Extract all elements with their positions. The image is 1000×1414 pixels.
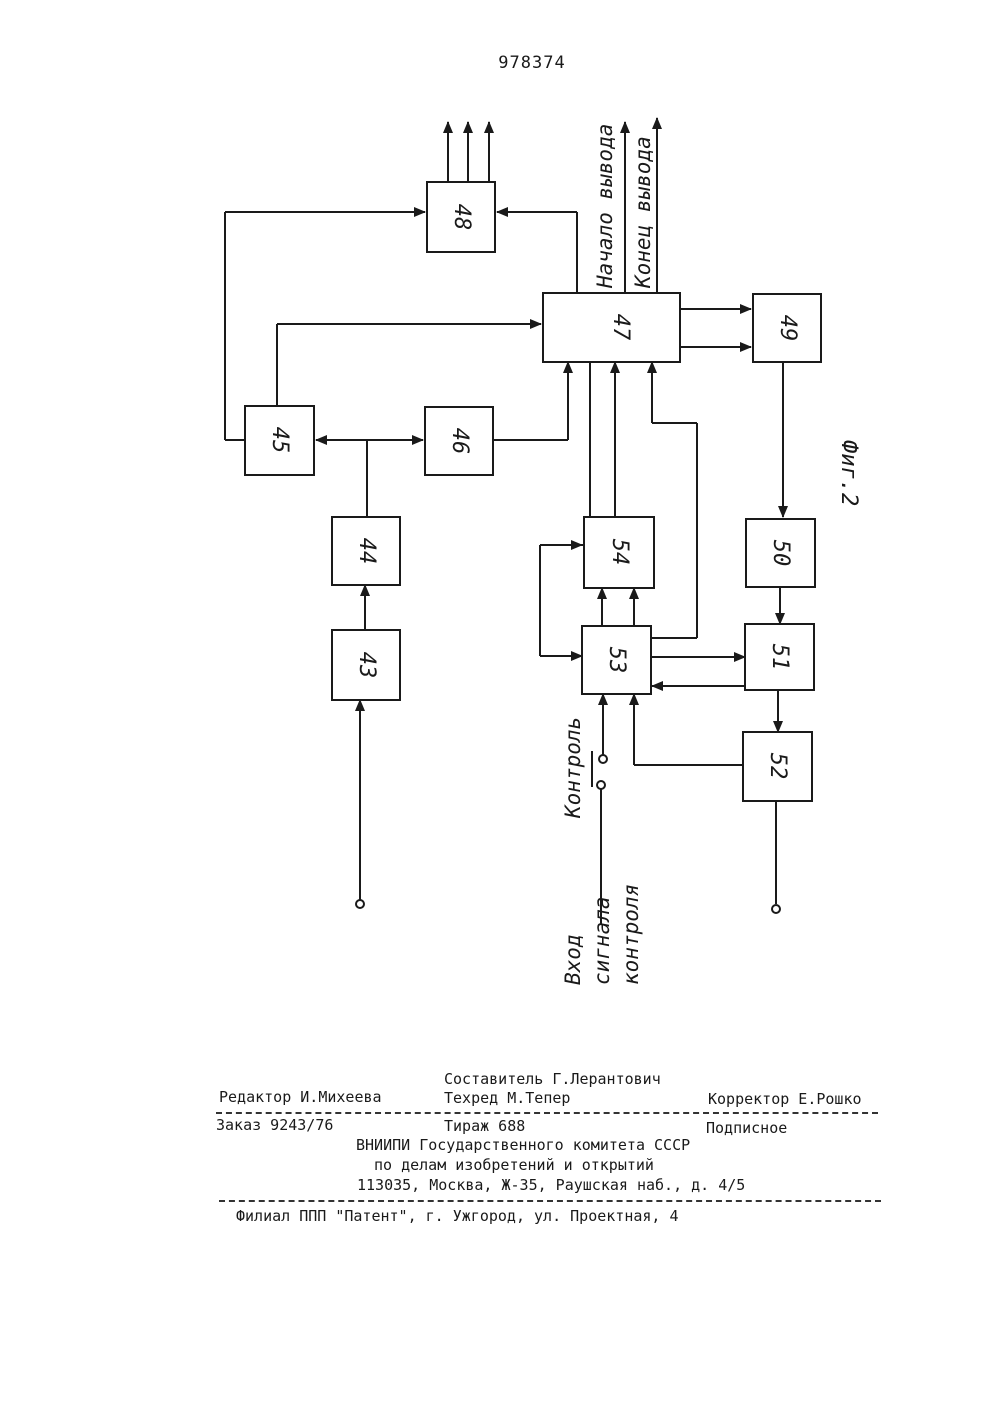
control-input-label-3: контроля [619,884,643,985]
block-51: 51 [745,624,814,690]
block-50: 50 [746,519,815,587]
corrector-credit: Корректор Е.Рошко [708,1090,862,1108]
techred-credit: Техред М.Тепер [444,1089,570,1107]
block-54-label: 54 [607,539,632,566]
block-44: 44 [332,517,400,585]
circulation: Тираж 688 [444,1117,525,1135]
editor-credit: Редактор И.Михеева [219,1088,382,1106]
block-43-label: 43 [354,652,379,679]
block-48: 48 [427,182,495,252]
organization-line-1: ВНИИПИ Государственного комитета СССР [356,1136,690,1154]
control-input-label-2: сигнала [590,896,614,985]
block-48-label: 48 [449,204,474,231]
block-49-label: 49 [775,315,800,342]
divider-line-2 [219,1200,881,1202]
page-number: 978374 [498,53,565,73]
block-53-label: 53 [604,647,629,674]
block-45: 45 [245,406,314,475]
figure-label: Фиг.2 [836,440,861,506]
block-53: 53 [582,626,651,694]
block-52-label: 52 [765,753,790,780]
block-54: 54 [584,517,654,588]
start-output-label: Начало вывода [593,124,617,289]
block-49: 49 [753,294,821,362]
compiler-credit: Составитель Г.Лерантович [444,1070,661,1088]
organization-address: 113035, Москва, Ж-35, Раушская наб., д. … [357,1176,745,1194]
end-output-label: Конец вывода [631,136,655,289]
block-50-label: 50 [768,540,793,567]
block-51-label: 51 [767,644,792,671]
block-52: 52 [743,732,812,801]
block-46-label: 46 [447,428,472,455]
organization-line-2: по делам изобретений и открытий [374,1156,654,1174]
switch-contact-lower [597,781,605,789]
connections [225,118,783,925]
block-43: 43 [332,630,400,700]
block-46: 46 [425,407,493,475]
order-number: Заказ 9243/76 [216,1116,333,1134]
block-45-label: 45 [267,427,292,454]
block-44-label: 44 [354,538,379,565]
divider-line-1 [216,1112,878,1114]
control-label: Контроль [561,717,585,819]
input-terminal-right [772,905,780,913]
subscription-note: Подписное [706,1119,787,1137]
block-47: 47 [543,293,680,362]
switch-contact-upper [599,755,607,763]
branch-address: Филиал ППП "Патент", г. Ужгород, ул. Про… [236,1207,679,1225]
input-terminal-left [356,900,364,908]
control-input-label-1: Вход [561,934,585,985]
block-47-label: 47 [608,314,633,341]
